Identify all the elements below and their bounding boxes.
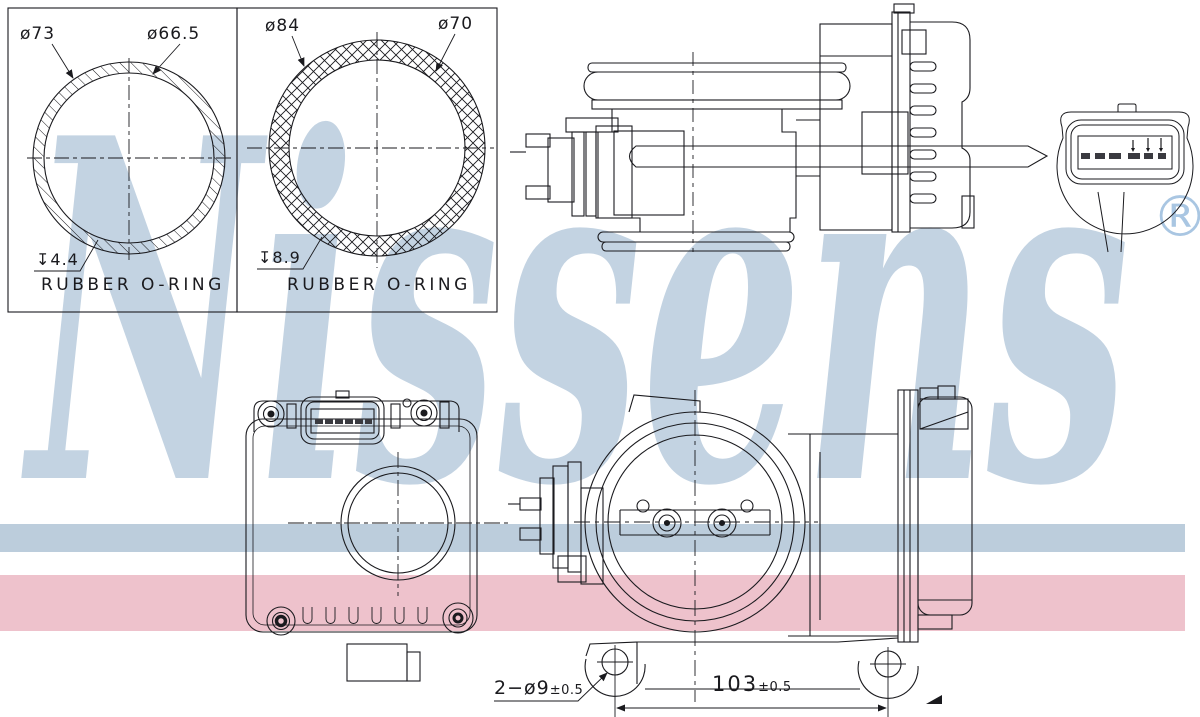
oring-2-inner-diameter-label: ø70 bbox=[438, 14, 474, 34]
hole-spacing-dimension-label: 103±0.5 bbox=[712, 672, 792, 696]
front-view-bottom-tab bbox=[346, 643, 408, 682]
panel-2-border bbox=[236, 7, 498, 313]
mount-holes-dimension-label: 2−ø9±0.5 bbox=[494, 677, 583, 699]
mounting-view-centerlines bbox=[574, 390, 818, 702]
front-view-ribs bbox=[302, 607, 428, 624]
oring-2-title: RUBBER O-RING bbox=[287, 275, 471, 295]
side-view-shaft-actuator bbox=[510, 117, 685, 219]
oring-2-centerlines bbox=[247, 32, 494, 268]
butterfly-shaft bbox=[619, 499, 771, 538]
oring-1-leaders bbox=[34, 43, 181, 272]
front-view-connector bbox=[300, 390, 385, 445]
front-view-centerlines bbox=[288, 452, 508, 596]
throttle-body-side-view bbox=[510, 3, 1049, 252]
oring-2-leaders bbox=[257, 33, 456, 270]
brand-stripe-blue bbox=[0, 524, 1185, 552]
connector-legs bbox=[1097, 191, 1125, 253]
oring-1-centerlines bbox=[27, 58, 231, 260]
connector-pins bbox=[1081, 153, 1166, 159]
dimension-lines bbox=[494, 645, 906, 717]
mount-holes-value: 2−ø9 bbox=[494, 677, 550, 699]
oring-1-depth-label: ↧4.4 bbox=[36, 250, 79, 269]
throttle-body-front-view bbox=[245, 390, 508, 682]
oring-1-inner-diameter-label: ø66.5 bbox=[147, 24, 201, 44]
mounting-view-motor bbox=[897, 385, 973, 704]
oring-2-depth-label: ↧8.9 bbox=[258, 248, 301, 267]
mounting-view-top-tab bbox=[628, 394, 701, 413]
oring-1-outer-diameter-label: ø73 bbox=[20, 24, 56, 44]
front-view-screws bbox=[257, 399, 474, 636]
hole-spacing-value: 103 bbox=[712, 672, 759, 696]
mounting-view-shaft-actuator bbox=[508, 461, 604, 585]
mount-holes-tolerance: ±0.5 bbox=[549, 683, 584, 698]
oring-1-title: RUBBER O-RING bbox=[41, 275, 225, 295]
oring-panel-2 bbox=[236, 7, 498, 313]
side-view-motor-housing bbox=[796, 3, 975, 233]
motor-housing-fins bbox=[909, 61, 937, 204]
watermark-brand-text: Nissens bbox=[20, 37, 1130, 589]
oring-2-outer-diameter-label: ø84 bbox=[265, 16, 301, 36]
connector-face-view bbox=[1056, 103, 1194, 253]
connector-pin-arrows bbox=[1131, 138, 1163, 152]
throttle-body-mounting-view bbox=[494, 385, 973, 717]
mounting-view-housing bbox=[788, 433, 898, 637]
connector-top-tab bbox=[1117, 103, 1137, 112]
registered-trademark-icon: ® bbox=[1152, 185, 1200, 250]
hole-spacing-tolerance: ±0.5 bbox=[758, 680, 792, 695]
